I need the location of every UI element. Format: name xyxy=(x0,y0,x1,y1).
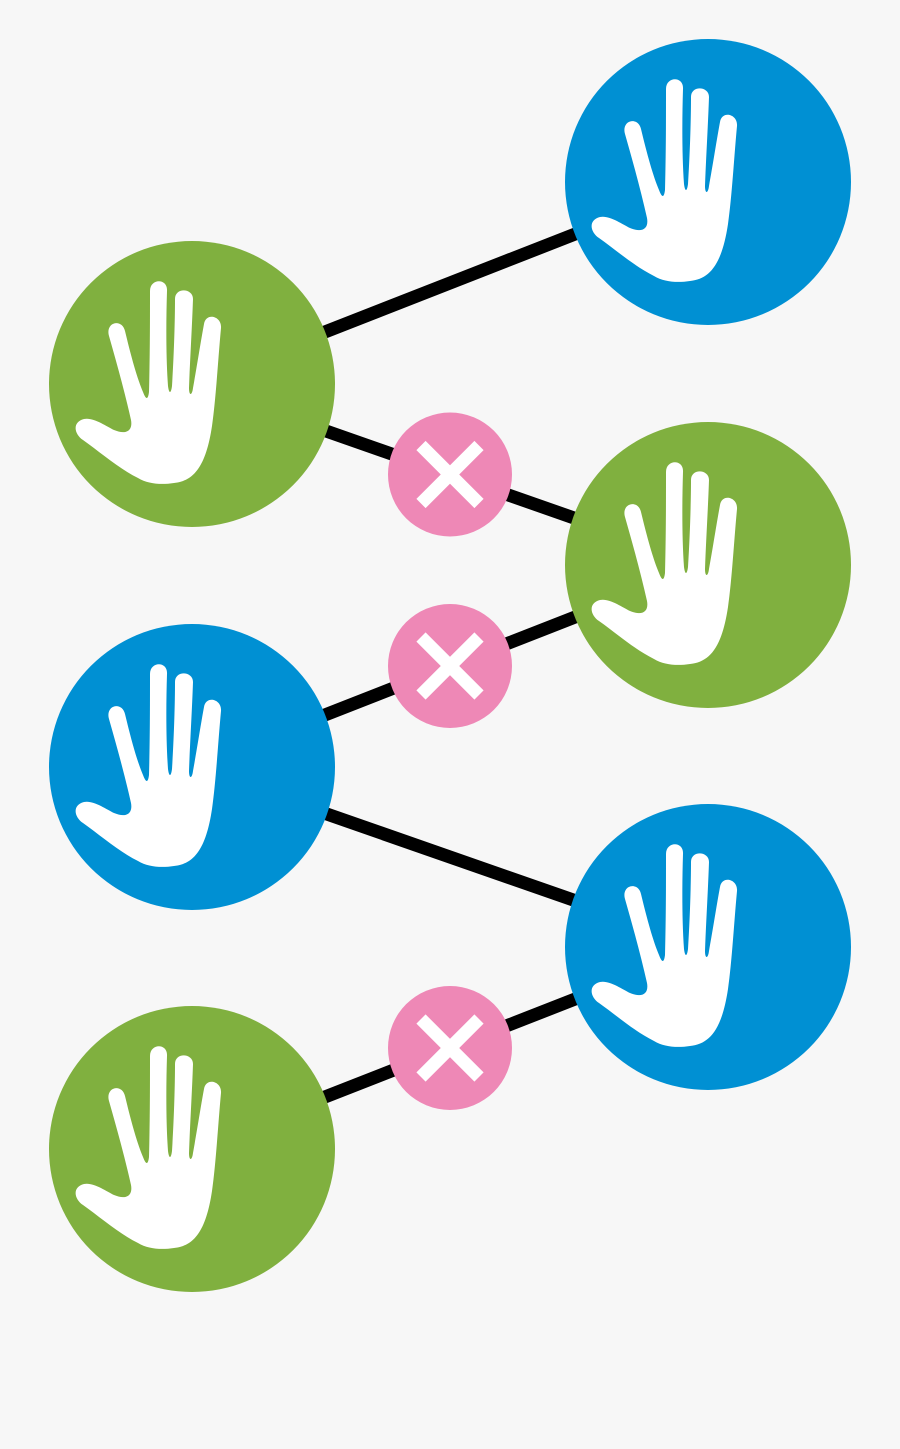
node-n3 xyxy=(565,422,851,708)
node-n5 xyxy=(565,804,851,1090)
blocked-marker xyxy=(388,604,512,728)
blocked-markers xyxy=(388,412,512,1110)
nodes xyxy=(49,39,851,1292)
close-icon xyxy=(416,1014,484,1082)
close-icon xyxy=(416,440,484,509)
blocked-marker xyxy=(388,986,512,1110)
node-n6 xyxy=(49,1006,335,1292)
node-circle xyxy=(565,39,851,325)
node-circle xyxy=(49,1006,335,1292)
blocked-marker xyxy=(388,412,512,537)
node-circle xyxy=(49,624,335,910)
node-n2 xyxy=(49,241,335,527)
node-circle xyxy=(49,241,335,527)
node-circle xyxy=(565,422,851,708)
node-n4 xyxy=(49,624,335,910)
node-n1 xyxy=(565,39,851,325)
close-icon xyxy=(416,632,484,700)
node-circle xyxy=(565,804,851,1090)
